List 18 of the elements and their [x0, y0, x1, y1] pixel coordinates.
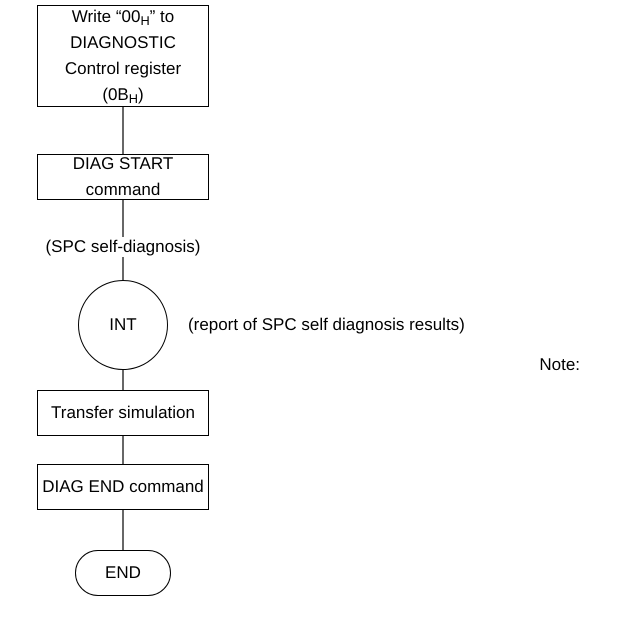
connector-line: [122, 436, 124, 464]
node-text: END: [105, 562, 141, 584]
connector-line: [122, 510, 124, 550]
node-text: DIAG END command: [42, 476, 204, 498]
node-text: DIAG START command: [72, 153, 174, 201]
edge-label: (SPC self-diagnosis): [44, 237, 202, 257]
process-box: [37, 154, 209, 200]
process-box: [37, 464, 209, 510]
node-text: Write “00$_{H}$” to DIAGNOSTIC Control register (0B$_{H}$): [64, 6, 182, 108]
process-box: [37, 5, 209, 107]
connector-line: [122, 370, 124, 390]
process-box: [37, 390, 209, 436]
note-label: Note:: [539, 355, 580, 375]
terminal-box: [75, 550, 171, 596]
node-text: Transfer simulation: [51, 402, 195, 424]
connector-line: [122, 107, 124, 154]
node-text: INT: [109, 314, 137, 336]
annotation-text: (report of SPC self diagnosis results): [188, 315, 465, 335]
